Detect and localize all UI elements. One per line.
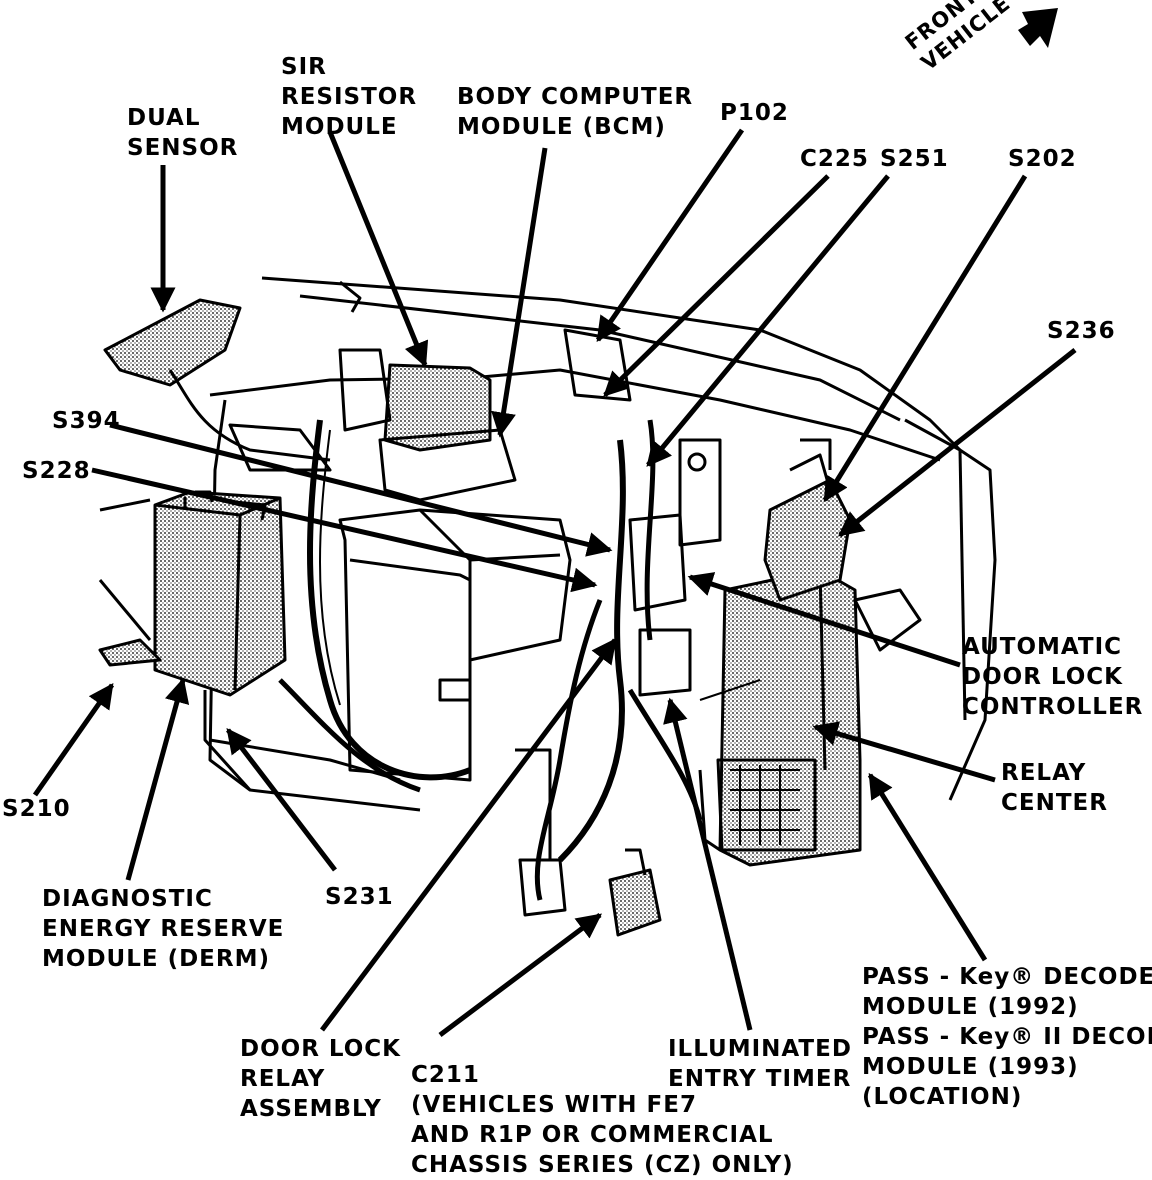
bcm-arrow xyxy=(491,147,548,438)
label-p102: P102 xyxy=(720,100,789,126)
label-s394: S394 xyxy=(52,408,121,434)
label-s231: S231 xyxy=(325,884,394,910)
s251-arrow xyxy=(646,174,890,467)
label-s251: S251 xyxy=(880,146,949,172)
p102-arrow xyxy=(595,128,745,343)
label-s210: S210 xyxy=(2,796,71,822)
pass-key-arrow xyxy=(867,772,988,962)
door-lock-relay-arrow xyxy=(320,638,617,1032)
front-arrow-icon xyxy=(1018,8,1058,48)
s210-arrow xyxy=(32,682,115,797)
label-s236: S236 xyxy=(1047,318,1116,344)
label-s202: S202 xyxy=(1008,146,1077,172)
illuminated-entry-timer-arrow xyxy=(663,697,753,1031)
s228-arrow xyxy=(91,467,598,593)
derm-arrow xyxy=(125,677,190,881)
leader-lines xyxy=(32,128,1077,1037)
s202-arrow xyxy=(822,174,1028,503)
dashboard-drawing xyxy=(98,276,997,937)
sir-resistor-module-arrow xyxy=(327,131,429,368)
c225-arrow xyxy=(603,174,830,397)
relay-center-arrow xyxy=(812,721,996,783)
s236-arrow xyxy=(838,348,1077,537)
s394-arrow xyxy=(109,422,613,557)
label-c225: C225 xyxy=(800,146,869,172)
s231-arrow xyxy=(226,728,337,872)
label-s228: S228 xyxy=(22,458,91,484)
c211-arrow xyxy=(438,913,602,1037)
automatic-door-lock-arrow xyxy=(687,572,961,668)
